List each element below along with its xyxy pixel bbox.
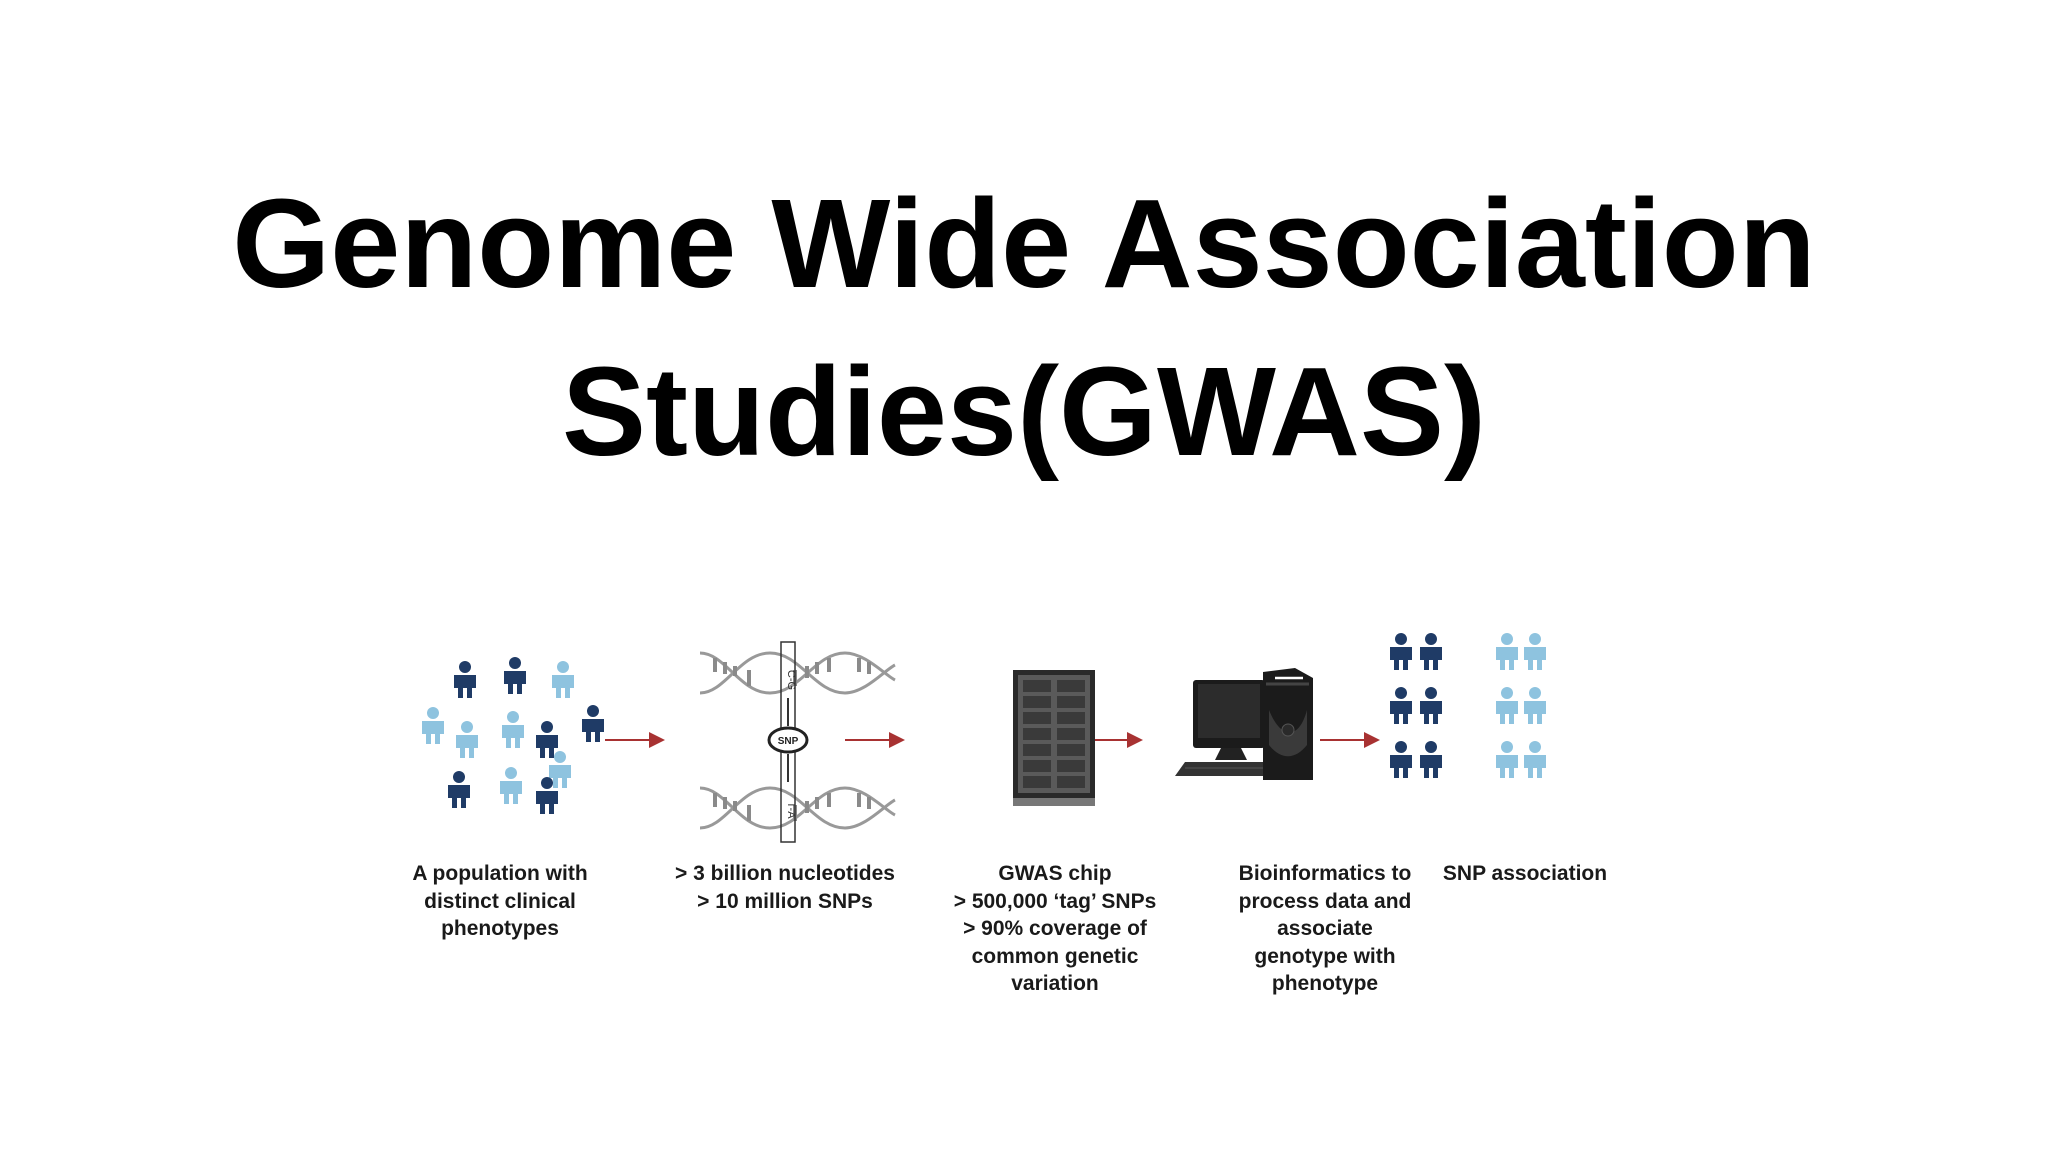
chip-cell bbox=[1057, 776, 1085, 788]
step-1-caption-line: A population with bbox=[412, 862, 588, 885]
step-2-caption-line: > 10 million SNPs bbox=[697, 889, 873, 913]
dna-helix-top bbox=[699, 651, 896, 695]
person-icon bbox=[1420, 687, 1442, 724]
step-3-caption-line: GWAS chip bbox=[998, 862, 1112, 885]
person-icon bbox=[502, 711, 524, 748]
step-4-caption-line: phenotype bbox=[1271, 972, 1379, 995]
step-5-caption: SNP association bbox=[1395, 860, 1655, 888]
person-icon bbox=[422, 707, 444, 744]
chip-cell bbox=[1023, 728, 1051, 740]
chip-cell bbox=[1057, 744, 1085, 756]
step-3-caption-line: > 500,000 ‘tag’ SNPs bbox=[953, 889, 1157, 913]
step-4-caption-line: process data and bbox=[1238, 889, 1412, 913]
dna-bottom-bases: T-A bbox=[785, 801, 797, 819]
dna-double-helix-icon: C-G T-A SNP bbox=[699, 641, 896, 843]
step-3-caption-line: variation bbox=[1011, 972, 1099, 995]
gwas-workflow-figure: C-G T-A SNP bbox=[395, 570, 1715, 1152]
person-icon bbox=[536, 721, 558, 758]
person-icon bbox=[1420, 741, 1442, 778]
step-4-caption-line: genotype with bbox=[1254, 944, 1396, 968]
person-icon bbox=[500, 767, 522, 804]
slide-title: Genome Wide Association Studies(GWAS) bbox=[0, 160, 2048, 496]
person-icon bbox=[448, 771, 470, 808]
chip-cell bbox=[1023, 712, 1051, 724]
step-3-caption: GWAS chip > 500,000 ‘tag’ SNPs > 90% cover… bbox=[905, 860, 1205, 998]
chip-cell bbox=[1023, 696, 1051, 708]
dna-top-bases: C-G bbox=[785, 670, 797, 690]
person-icon bbox=[582, 705, 604, 742]
chip-cell bbox=[1057, 696, 1085, 708]
dna-helix-bottom bbox=[699, 786, 896, 830]
step-2-caption-line: > 3 billion nucleotides bbox=[675, 862, 895, 885]
gwas-chip-icon bbox=[1013, 670, 1095, 806]
person-icon bbox=[1420, 633, 1442, 670]
step-4-caption: Bioinformatics to process data and associa… bbox=[1185, 860, 1465, 998]
person-icon bbox=[1390, 741, 1412, 778]
chip-cell bbox=[1057, 680, 1085, 692]
step-3-caption-line: > 90% coverage of bbox=[963, 917, 1147, 940]
step-2-caption: > 3 billion nucleotides > 10 million SNPs bbox=[635, 860, 935, 915]
step-1-caption-line: distinct clinical bbox=[424, 889, 576, 913]
slide-title-line-1: Genome Wide Association bbox=[232, 173, 1816, 314]
person-icon bbox=[504, 657, 526, 694]
step-1-caption-line: phenotypes bbox=[441, 917, 559, 940]
population-icon bbox=[422, 657, 604, 814]
person-icon bbox=[454, 661, 476, 698]
chip-cell bbox=[1057, 728, 1085, 740]
person-icon bbox=[1496, 687, 1518, 724]
chip-cell bbox=[1023, 760, 1051, 772]
snp-badge-label: SNP bbox=[778, 736, 799, 747]
gwas-workflow-diagram: C-G T-A SNP bbox=[422, 633, 1546, 843]
step-4-caption-line: Bioinformatics to bbox=[1238, 862, 1412, 885]
person-icon bbox=[456, 721, 478, 758]
person-icon bbox=[1496, 633, 1518, 670]
person-icon bbox=[552, 661, 574, 698]
step-5-caption-line: SNP association bbox=[1442, 862, 1608, 885]
step-4-caption-line: associate bbox=[1277, 917, 1373, 940]
chip-cell bbox=[1057, 760, 1085, 772]
chip-cell bbox=[1023, 680, 1051, 692]
slide-title-line-2: Studies(GWAS) bbox=[561, 341, 1487, 482]
chip-cell bbox=[1057, 712, 1085, 724]
person-icon bbox=[1496, 741, 1518, 778]
person-icon bbox=[1524, 741, 1546, 778]
chip-cell bbox=[1023, 776, 1051, 788]
computer-icon bbox=[1175, 668, 1313, 780]
step-3-caption-line: common genetic bbox=[971, 944, 1139, 968]
person-icon bbox=[1390, 687, 1412, 724]
person-icon bbox=[1524, 687, 1546, 724]
snp-association-icon bbox=[1390, 633, 1546, 778]
person-icon bbox=[1524, 633, 1546, 670]
chip-cell bbox=[1023, 744, 1051, 756]
snp-badge bbox=[767, 726, 809, 754]
person-icon bbox=[1390, 633, 1412, 670]
step-1-caption: A population with distinct clinical phenot… bbox=[360, 860, 640, 943]
